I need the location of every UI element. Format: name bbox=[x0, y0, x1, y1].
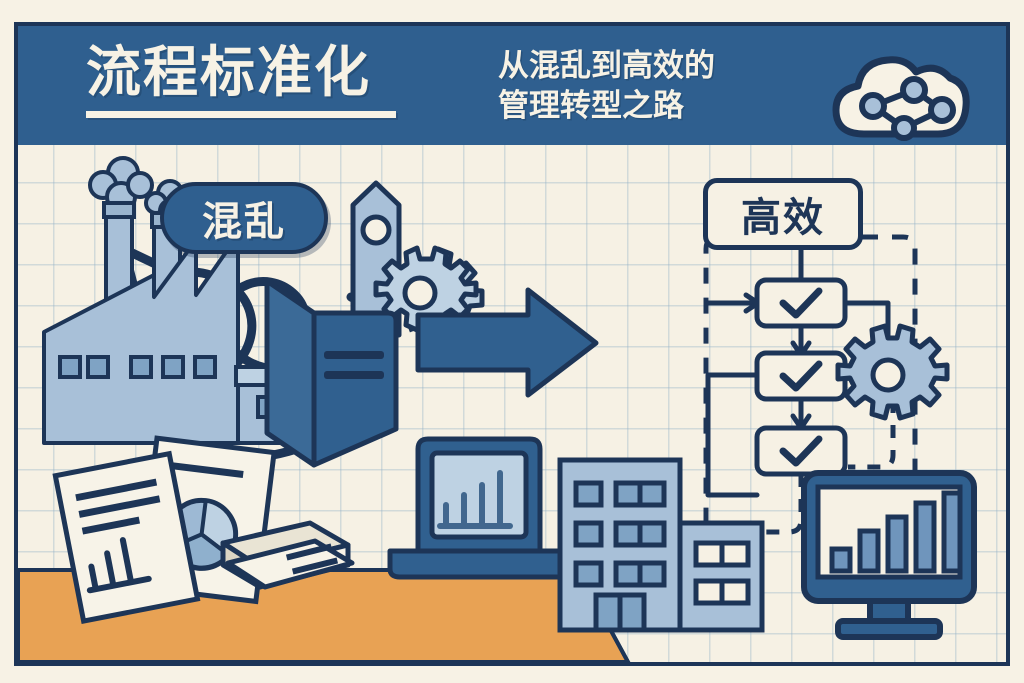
page-title: 流程标准化 bbox=[86, 41, 372, 103]
status-badge-efficient: 高效 bbox=[703, 178, 863, 250]
flow-step-box bbox=[754, 277, 848, 329]
paper-documents-icon bbox=[52, 435, 355, 624]
paper-bar-chart-icon bbox=[86, 537, 152, 594]
gear-icon bbox=[835, 323, 950, 421]
check-icon bbox=[779, 287, 823, 319]
page-subtitle: 从混乱到高效的 管理转型之路 bbox=[498, 48, 715, 123]
office-building-icon bbox=[557, 457, 765, 633]
laptop-bar-chart-icon bbox=[387, 436, 581, 580]
laptop-screen-chart bbox=[437, 470, 513, 529]
status-badge-chaos: 混乱 bbox=[160, 182, 328, 254]
title-block: 流程标准化 bbox=[86, 42, 396, 118]
process-flowchart bbox=[705, 247, 950, 535]
efficient-badge-label: 高效 bbox=[741, 196, 825, 240]
title-underline bbox=[86, 111, 396, 118]
right-arrow-icon bbox=[415, 287, 599, 398]
binder-folder-icon bbox=[264, 278, 399, 468]
paper-document-icon bbox=[52, 450, 201, 624]
cloud-network-icon bbox=[820, 48, 980, 144]
check-icon bbox=[779, 435, 823, 467]
chaos-badge-label: 混乱 bbox=[202, 200, 286, 244]
flow-step-box bbox=[754, 425, 848, 477]
check-icon bbox=[779, 360, 823, 392]
monitor-screen-chart bbox=[829, 490, 963, 574]
monitor-bar-chart-icon bbox=[801, 470, 977, 640]
poster-header: 流程标准化 从混乱到高效的 管理转型之路 bbox=[18, 26, 1006, 145]
book-stack-icon bbox=[220, 520, 355, 590]
